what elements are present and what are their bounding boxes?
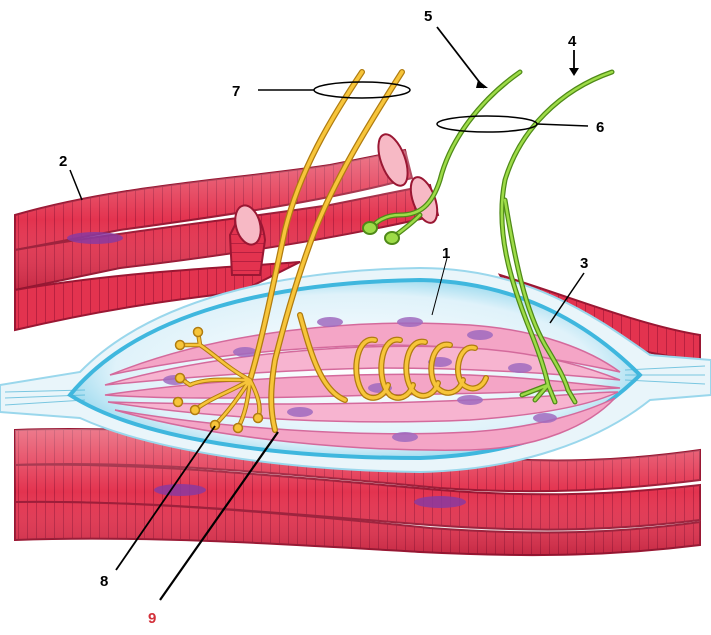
- fiber-cut-end: [377, 133, 409, 187]
- label-4: 4: [568, 33, 577, 50]
- label-1: 1: [442, 245, 450, 262]
- flower-spray-terminals: [172, 326, 264, 434]
- intrafusal-nucleus: [533, 413, 557, 423]
- label-6: 6: [596, 119, 604, 136]
- extrafusal-nucleus: [414, 496, 466, 508]
- leader-lines: [69, 26, 589, 601]
- intrafusal-nucleus: [317, 317, 343, 327]
- label-5: 5: [424, 8, 432, 25]
- label-7: 7: [232, 83, 240, 100]
- afferent-nerve-fibers: [177, 69, 405, 433]
- intrafusal-nucleus: [392, 432, 418, 442]
- intrafusal-nucleus: [467, 330, 493, 340]
- intrafusal-nucleus: [287, 407, 313, 417]
- motor-end-plates: [362, 221, 400, 245]
- label-3: 3: [580, 255, 588, 272]
- label-9: 9: [148, 610, 156, 627]
- fiber-cut-end: [234, 204, 262, 246]
- extrafusal-nucleus: [67, 232, 123, 244]
- afferent-bundle-ring: [313, 81, 411, 99]
- label-2: 2: [59, 153, 67, 170]
- efferent-nerve-fibers: [369, 69, 615, 405]
- intrafusal-nucleus: [508, 363, 532, 373]
- efferent-bundle-ring: [436, 115, 538, 133]
- intrafusal-nucleus: [397, 317, 423, 327]
- annulospiral-ending: [353, 336, 489, 401]
- intrafusal-nucleus: [457, 395, 483, 405]
- extrafusal-nucleus: [154, 484, 206, 496]
- flower-spray-ending: [177, 329, 262, 431]
- label-8: 8: [100, 573, 108, 590]
- intrafusal-nucleus: [233, 347, 257, 357]
